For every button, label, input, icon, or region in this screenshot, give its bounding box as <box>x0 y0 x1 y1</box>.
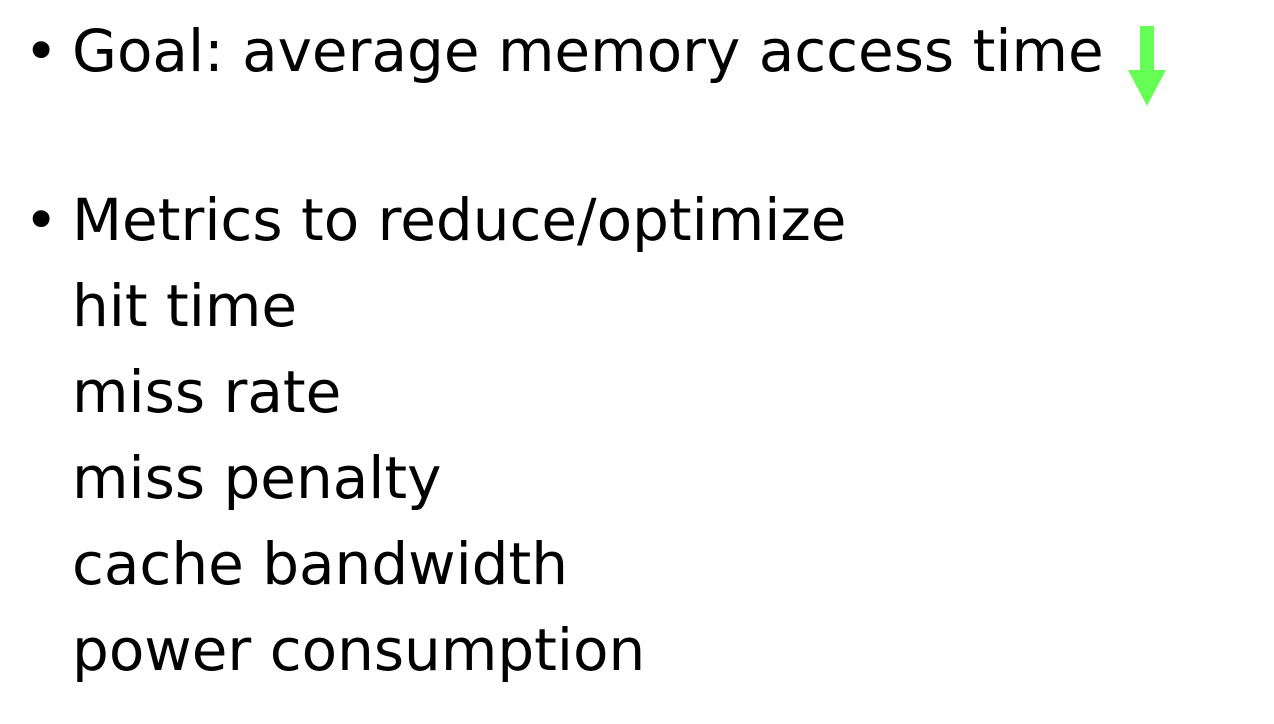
metric-power-consumption: power consumption <box>72 616 646 684</box>
metric-miss-rate: miss rate <box>72 358 342 426</box>
bullet-marker: • <box>24 17 59 85</box>
metric-miss-penalty: miss penalty <box>72 444 442 512</box>
metric-hit-time: hit time <box>72 272 298 340</box>
metrics-heading: Metrics to reduce/optimize <box>72 186 847 254</box>
bullet-metrics: •Metrics to reduce/optimize <box>24 187 846 253</box>
arrow-shaft <box>1140 26 1154 72</box>
arrow-down-icon <box>1128 26 1166 106</box>
bullet-marker: • <box>24 186 59 254</box>
metric-cache-bandwidth: cache bandwidth <box>72 530 569 598</box>
bullet-goal: •Goal: average memory access time <box>24 18 1104 84</box>
arrow-head <box>1128 70 1166 106</box>
goal-text: Goal: average memory access time <box>72 17 1104 85</box>
